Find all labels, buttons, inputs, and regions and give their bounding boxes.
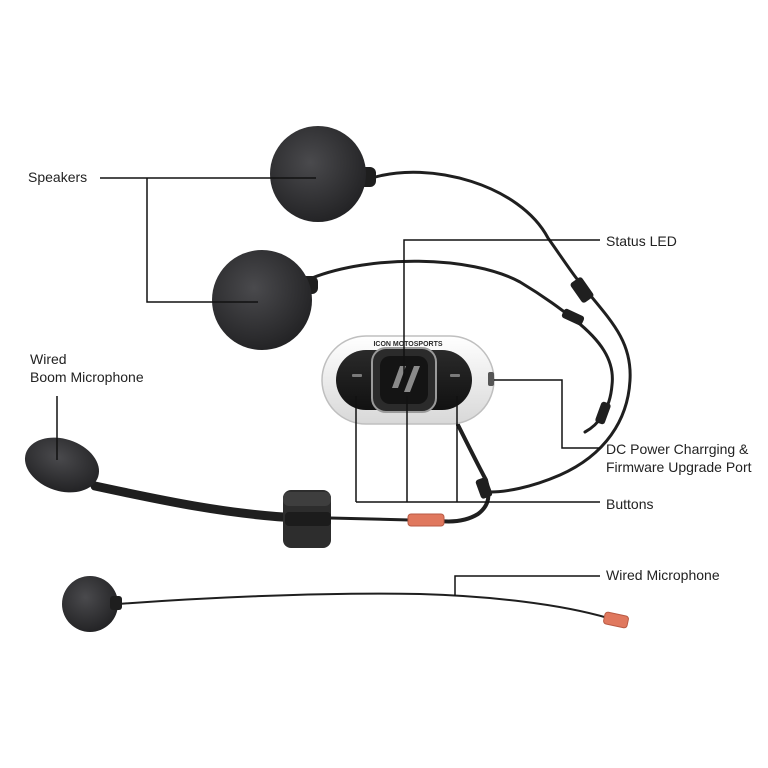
leader-wired-mic [454, 575, 600, 596]
label-speakers: Speakers [28, 169, 88, 185]
label-boom-mic-line1: Wired [30, 351, 67, 367]
leader-speakers-bracket [146, 178, 258, 303]
boom-microphone [24, 437, 331, 548]
label-dc-port-line2: Firmware Upgrade Port [606, 459, 752, 475]
label-boom-mic-line2: Boom Microphone [30, 369, 144, 385]
label-dc-port-line1: DC Power Charrging & [606, 441, 749, 457]
label-buttons: Buttons [606, 496, 654, 512]
cable-joints [475, 277, 611, 499]
boom-mic-connector [407, 513, 445, 527]
headset-unit [321, 335, 495, 425]
device-cable [438, 423, 491, 524]
cables [117, 170, 632, 619]
leader-lines [56, 177, 600, 596]
label-wired-mic: Wired Microphone [606, 567, 720, 583]
label-status-led: Status LED [606, 233, 677, 249]
wired-microphone [62, 576, 122, 632]
wired-mic-cable [117, 592, 609, 619]
boom-mic-cable [328, 516, 412, 522]
upper-speaker [270, 126, 376, 222]
leader-status-led [403, 239, 600, 380]
lower-speaker [212, 250, 318, 350]
leader-dc-power [494, 379, 600, 449]
upper-speaker-cable [370, 170, 632, 494]
connectors [407, 513, 629, 629]
wired-mic-connector [603, 611, 629, 629]
device-brand-text: ICON MOTOSPORTS [373, 341, 442, 348]
